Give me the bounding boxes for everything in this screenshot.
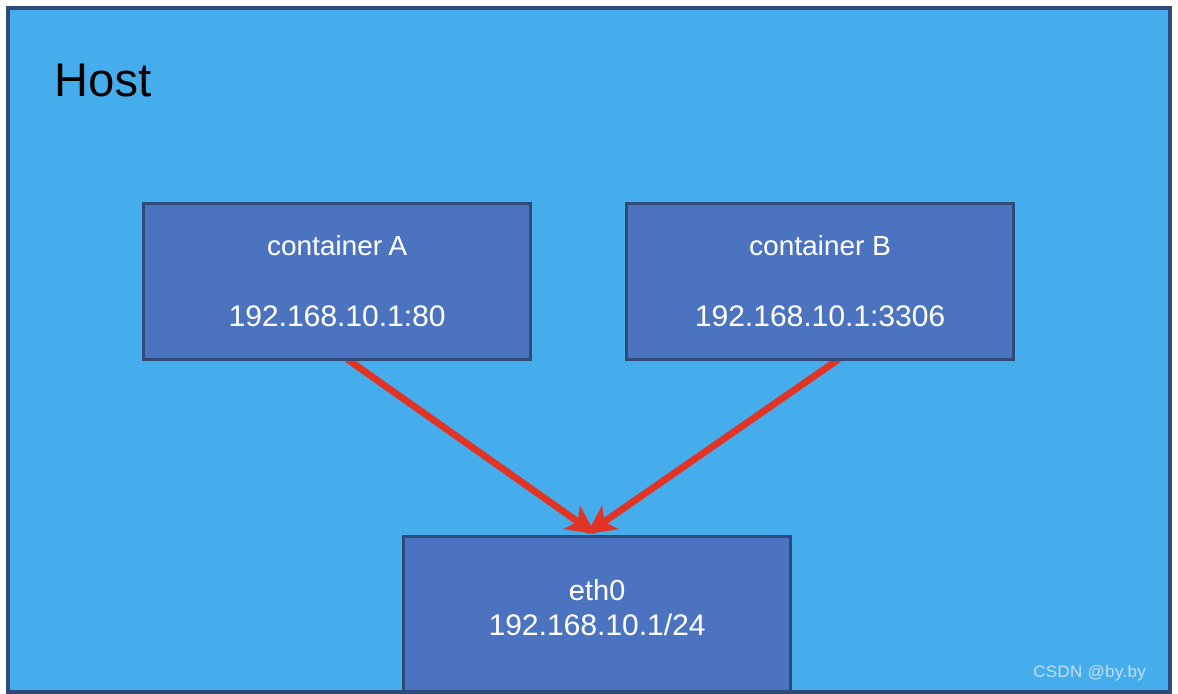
watermark: CSDN @by.by bbox=[1033, 662, 1146, 681]
node-container-b-name: container B bbox=[749, 229, 891, 261]
node-eth0[interactable]: eth0 192.168.10.1/24 bbox=[402, 535, 792, 690]
arrow-container-b-to-eth0 bbox=[586, 356, 841, 534]
node-container-b-address: 192.168.10.1:3306 bbox=[694, 299, 946, 333]
node-eth0-name: eth0 bbox=[568, 575, 626, 607]
host-title: Host bbox=[54, 53, 152, 106]
host-container: Host container A 192.168.10.1:80 contain… bbox=[6, 6, 1172, 694]
node-container-a-address: 192.168.10.1:80 bbox=[228, 299, 446, 333]
arrow-container-a-to-eth0 bbox=[344, 356, 596, 535]
node-eth0-address: 192.168.10.1/24 bbox=[488, 609, 706, 643]
node-container-a-name: container A bbox=[266, 229, 408, 261]
node-container-a[interactable]: container A 192.168.10.1:80 bbox=[142, 202, 532, 361]
node-container-b[interactable]: container B 192.168.10.1:3306 bbox=[625, 202, 1015, 361]
